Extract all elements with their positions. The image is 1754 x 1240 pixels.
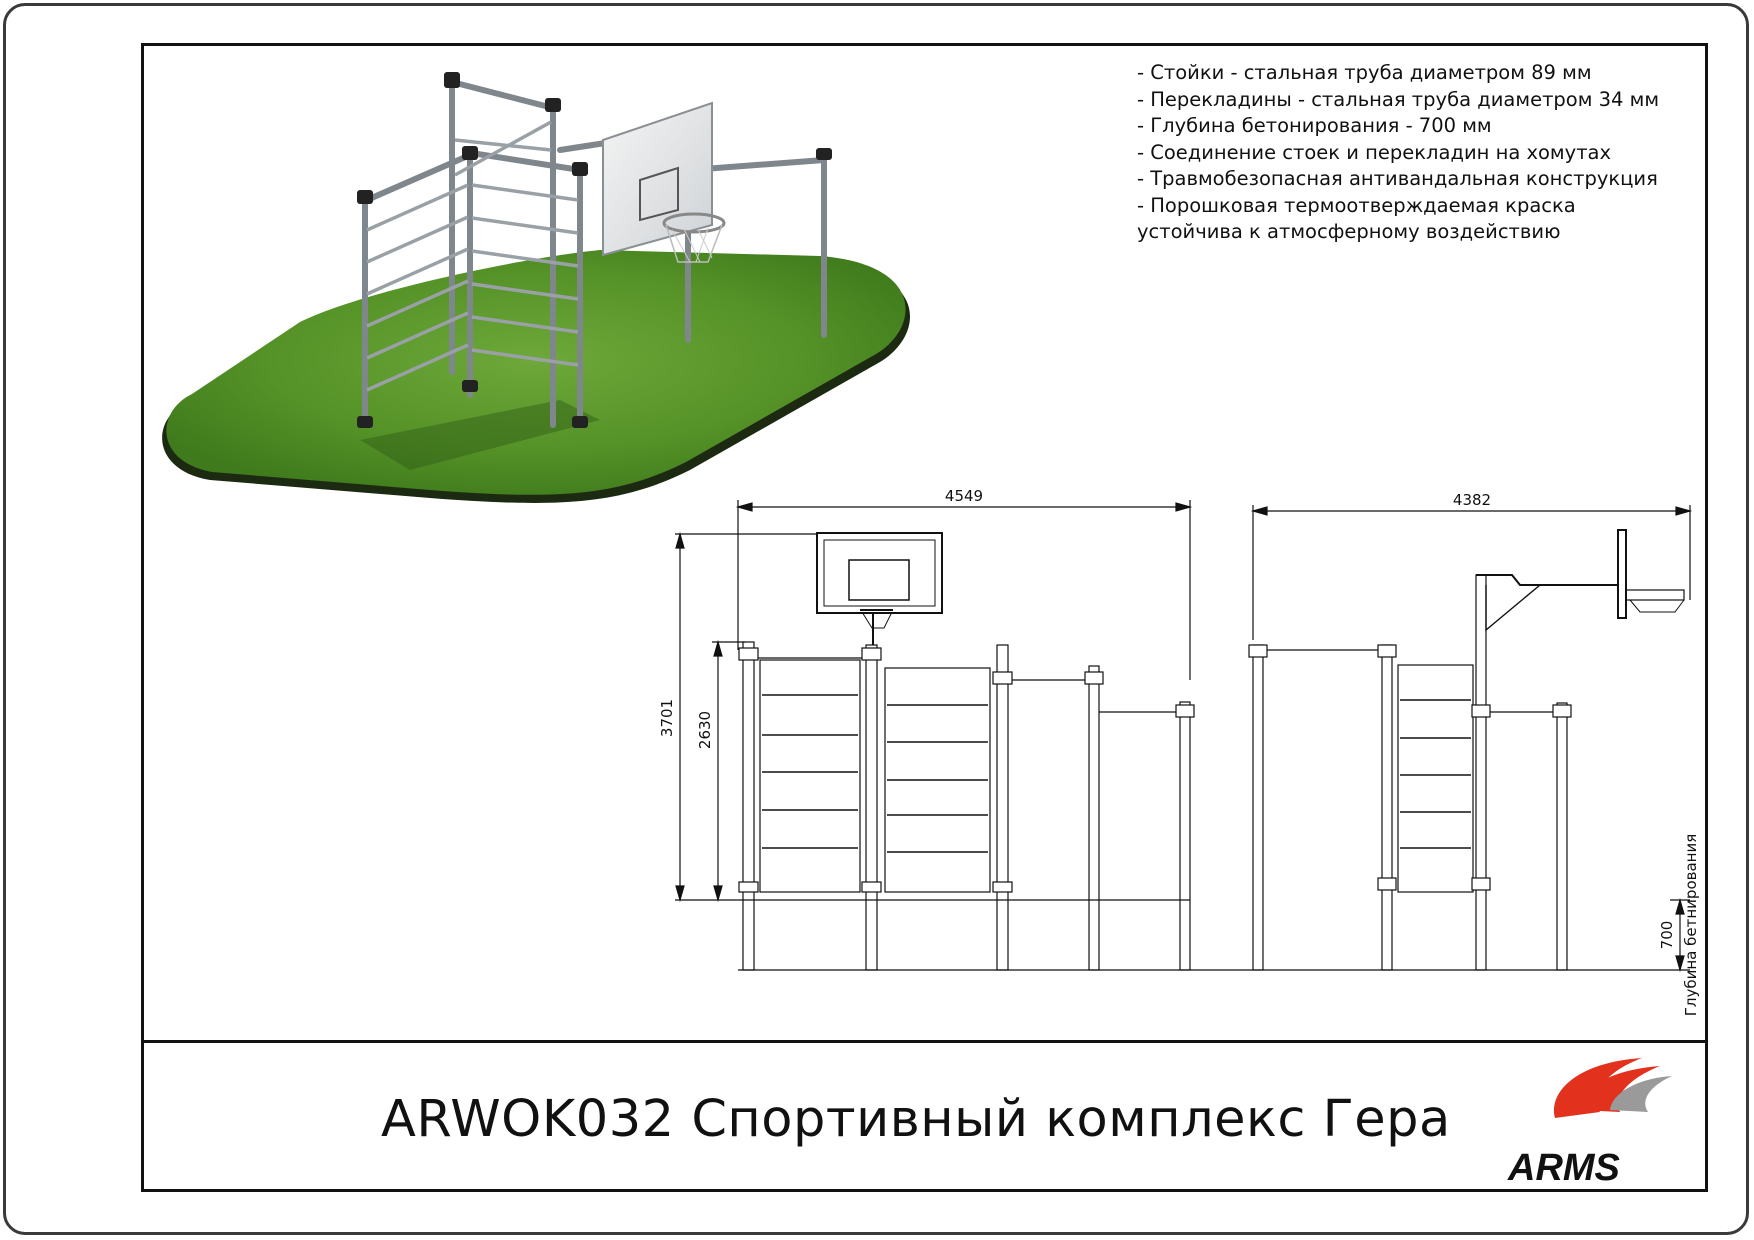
spec-line: - Глубина бетонирования - 700 мм	[1137, 114, 1492, 137]
spec-line: устойчива к атмосферному воздействию	[1137, 220, 1561, 243]
dim-height-bar: 2630	[696, 711, 714, 749]
drawing-frame	[141, 43, 1708, 1192]
side-view-drawing	[738, 505, 1693, 973]
outer-border	[3, 3, 1749, 1235]
dim-depth: 700	[1658, 921, 1676, 950]
arms-logo: ARMS	[1507, 1058, 1672, 1189]
hoop-3d	[662, 212, 726, 234]
front-view-drawing	[675, 500, 1195, 971]
dim-width-side: 4382	[1453, 491, 1491, 509]
title-divider	[141, 1040, 1708, 1043]
page-title: ARWOK032 Спортивный комплекс Гера	[381, 1090, 1451, 1149]
spec-line: - Перекладины - стальная труба диаметром…	[1137, 87, 1660, 111]
spec-line: - Травмобезопасная антивандальная констр…	[1137, 167, 1658, 190]
spec-line: - Стойки - стальная труба диаметром 89 м…	[1137, 61, 1592, 84]
spec-line: - Соединение стоек и перекладин на хомут…	[1137, 140, 1612, 164]
grass-surface	[166, 250, 906, 495]
spec-line: - Порошковая термоотверждаемая краска	[1137, 193, 1576, 217]
dim-depth-label: Глубина бетнирования	[1682, 834, 1700, 1016]
backboard-3d	[602, 101, 713, 257]
render-3d	[162, 72, 911, 503]
dim-width-front: 4549	[945, 487, 983, 505]
dim-height-total: 3701	[658, 699, 676, 737]
logo-text: ARMS	[1507, 1147, 1620, 1189]
spec-list: - Стойки - стальная труба диаметром 89 м…	[1137, 60, 1697, 246]
